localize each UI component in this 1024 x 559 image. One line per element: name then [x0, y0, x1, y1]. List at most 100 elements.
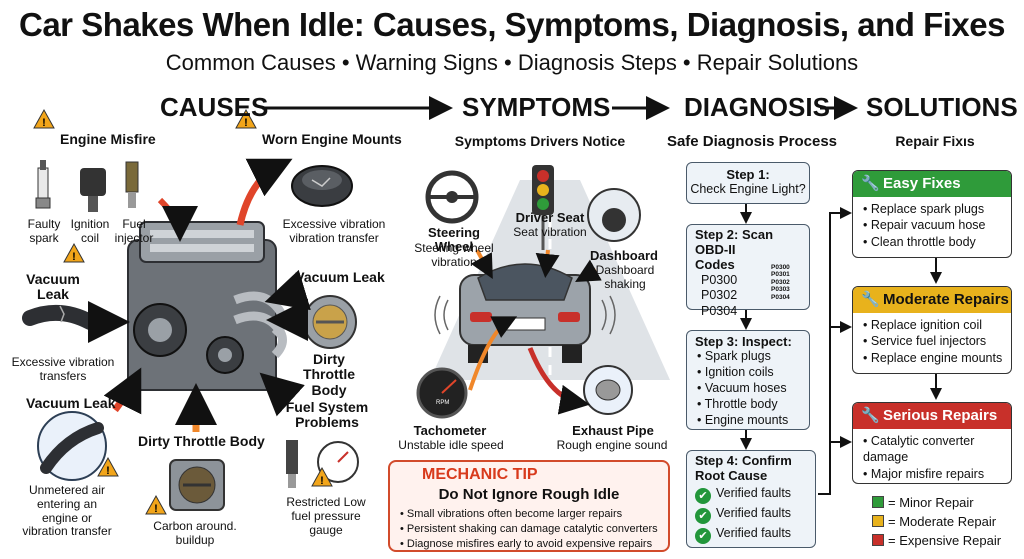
label-worn-mounts: Worn Engine Mounts — [262, 131, 402, 147]
steering-wheel-illustration — [425, 170, 479, 224]
exhaust-pipe-illustration — [583, 365, 633, 415]
verified-item: ✔Verified faults — [695, 484, 815, 504]
tach-rpm-label: RPM — [436, 400, 450, 406]
arrow-tach — [468, 316, 518, 391]
diagnosis-heading: Safe Diagnosis Process — [666, 133, 838, 150]
tip-item: Diagnose misfires early to avoid expensi… — [400, 537, 658, 552]
arrow-exhaust — [527, 347, 590, 415]
arrow-seat — [535, 249, 560, 278]
engine-illustration — [127, 221, 287, 391]
label-fuel-system: Fuel System Problems — [285, 399, 369, 431]
step4-box: Step 4: Confirm Root Cause ✔Verified fau… — [686, 450, 816, 548]
spark-plug-illustration — [35, 160, 51, 209]
code-item: P0300 — [701, 272, 738, 287]
label-seat-desc: Seat vibration — [513, 225, 587, 239]
warning-icon-1: ! — [33, 108, 55, 129]
fix-item: Service fuel injectors — [863, 333, 1003, 349]
wrench-icon: 🔧 — [861, 291, 880, 308]
fix-item: Repair vacuum hose — [863, 217, 1003, 233]
serious-repairs-header: 🔧 Serious Repairs — [853, 403, 1011, 429]
tip-item: Small vibrations often become larger rep… — [400, 507, 658, 522]
vacuum-hose-illustration — [22, 304, 98, 330]
checkmark-icon: ✔ — [695, 487, 711, 504]
step4-title: Step 4: Confirm Root Cause — [695, 453, 792, 483]
label-vacuum-bottom-desc: Unmetered air entering an engine or vibr… — [22, 483, 112, 539]
step2-box: Step 2: Scan OBD-II Codes P0300 P0302 P0… — [686, 224, 810, 318]
legend: = Minor Repair = Moderate Repair = Expen… — [872, 494, 1001, 551]
scanner-screen: P0300 P0301 P0302 P0303 P0304 — [771, 264, 799, 301]
svg-text:!: ! — [320, 475, 324, 487]
dashboard-illustration — [587, 188, 641, 242]
label-exhaust-desc: Rough engine sound — [556, 438, 668, 452]
scanner-code: P0302 — [771, 278, 790, 286]
arrow-vacuum-bottom — [103, 367, 142, 415]
label-ignition-coil: Ignition coil — [70, 217, 110, 245]
legend-moderate: = Moderate Repair — [872, 513, 1001, 532]
svg-text:!: ! — [72, 251, 76, 263]
warning-icon-5: ! — [145, 494, 167, 515]
label-vacuum-leak-bottom: Vacuum Leak — [26, 395, 116, 411]
moderate-repairs-header: 🔧 Moderate Repairs — [853, 287, 1011, 313]
inspect-item: • Spark plugs — [697, 349, 771, 363]
warning-icon-4: ! — [97, 456, 119, 477]
flow-solutions: SOLUTIONS — [866, 92, 1018, 122]
label-carbon-desc: Carbon around. buildup — [153, 519, 237, 547]
arrow-fuel — [259, 372, 305, 417]
step3-box: Step 3: Inspect: • Spark plugs • Ignitio… — [686, 330, 810, 430]
step1-text: Check Engine Light? — [690, 182, 806, 196]
step2-title: Step 2: Scan OBD-II Codes — [695, 227, 774, 272]
page-subtitle: Common Causes • Warning Signs • Diagnosi… — [165, 50, 859, 75]
label-tach-desc: Unstable idle speed — [398, 438, 504, 452]
scanner-code: P0304 — [771, 293, 790, 301]
tip-heading: Do Not Ignore Rough Idle — [438, 486, 620, 503]
label-fuel-desc: Restricted Low fuel pressure gauge — [286, 495, 366, 537]
warning-icon-3: ! — [63, 242, 85, 263]
arrow-mounts — [236, 158, 293, 226]
fuel-gauge-illustration — [286, 440, 359, 488]
inspect-item: • Throttle body — [697, 396, 778, 411]
easy-fixes-box: 🔧 Easy Fixes Replace spark plugs Repair … — [852, 170, 1012, 258]
throttle-body-illustration — [303, 295, 357, 349]
tip-item: Persistent shaking can damage catalytic … — [400, 522, 658, 537]
arrow-misfire — [157, 197, 198, 242]
label-dashboard-desc: Dashboard shaking — [595, 263, 655, 291]
label-vacuum-leak-right: Vacuum Leak — [295, 269, 385, 285]
checkmark-icon: ✔ — [695, 527, 711, 544]
label-faulty-spark: Faulty spark — [27, 217, 61, 245]
engine-mount-illustration — [291, 165, 353, 207]
label-steering-wheel: Steering Wheel — [427, 225, 480, 255]
wrench-icon: 🔧 — [861, 175, 880, 192]
inspect-item: • Engine mounts — [697, 412, 789, 427]
warning-icon-2: ! — [235, 108, 257, 129]
svg-text:!: ! — [244, 117, 248, 129]
label-dashboard: Dashboard — [590, 248, 658, 263]
flow-causes: CAUSES — [160, 92, 269, 122]
svg-text:!: ! — [42, 117, 46, 129]
fix-item: Major misfire repairs — [863, 466, 1003, 482]
arrow-vacuum-right — [264, 269, 311, 311]
fix-item: Replace engine mounts — [863, 350, 1003, 366]
inspect-item: • Ignition coils — [697, 364, 774, 379]
fix-item: Clean throttle body — [863, 234, 1003, 250]
label-dirty-throttle-bottom: Dirty Throttle Body — [138, 433, 265, 449]
traffic-light-illustration — [532, 165, 554, 250]
label-engine-misfire: Engine Misfire — [60, 131, 156, 147]
svg-text:!: ! — [154, 503, 158, 515]
label-fuel-injector: Fuel injector — [114, 217, 154, 245]
warning-icon-6: ! — [311, 466, 333, 487]
legend-expensive: = Expensive Repair — [872, 532, 1001, 551]
label-mounts-desc: Excessive vibration vibration transfer — [282, 217, 386, 245]
code-item: P0304 — [701, 304, 738, 319]
wrench-icon: 🔧 — [861, 407, 880, 424]
checkmark-icon: ✔ — [695, 507, 711, 524]
step1-box: Step 1: Check Engine Light? — [686, 162, 810, 204]
flow-symptoms: SYMPTOMS — [462, 92, 611, 122]
fix-item: Replace ignition coil — [863, 317, 1003, 333]
svg-text:!: ! — [106, 465, 110, 477]
label-exhaust-pipe: Exhaust Pipe — [572, 423, 654, 438]
inspect-item: • Vacuum hoses — [697, 380, 787, 395]
tachometer-illustration — [416, 367, 468, 419]
legend-minor: = Minor Repair — [872, 494, 1001, 513]
label-tachometer: Tachometer — [413, 423, 487, 438]
fix-item: Catalytic converter damage — [863, 433, 1003, 466]
